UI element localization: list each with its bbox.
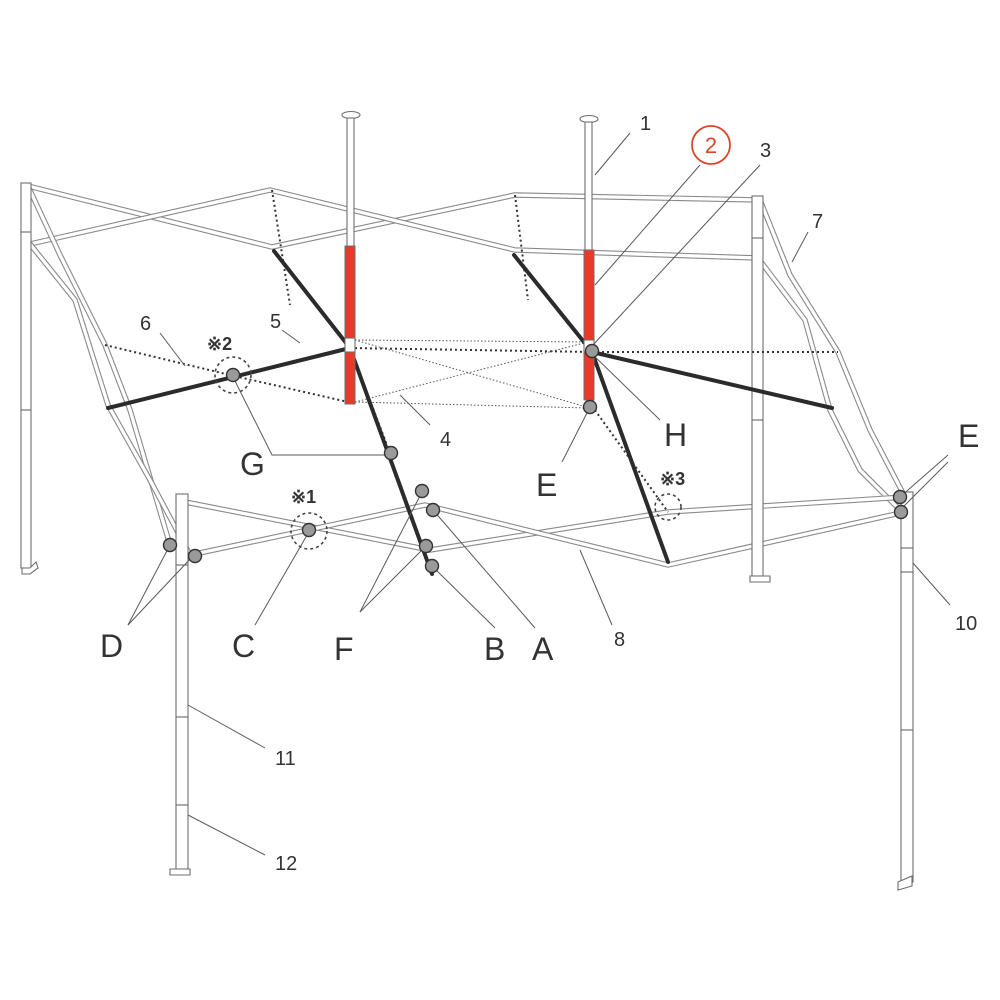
- joint-g2-dot: [383, 445, 399, 461]
- label-11: 11: [275, 748, 296, 770]
- label-1: 1: [640, 113, 651, 135]
- highlight-circle: [691, 125, 731, 165]
- label-b: B: [484, 631, 505, 667]
- joint-a-dot: [425, 502, 441, 518]
- label-ref-3: ※3: [660, 469, 685, 489]
- joint-d2-dot: [187, 548, 203, 564]
- label-7: 7: [812, 211, 823, 233]
- leg-front-right: [897, 491, 914, 891]
- labels: 1 2 3 4 5 6 7 8 10 11 12 G H E E D C F B…: [100, 113, 979, 875]
- label-4: 4: [440, 429, 451, 451]
- red-sleeve-lower-right: [583, 351, 595, 401]
- back-frame: [25, 183, 908, 558]
- label-10: 10: [955, 613, 977, 635]
- label-f: F: [334, 631, 354, 667]
- label-ref-1: ※1: [291, 487, 316, 507]
- red-sleeve-lower-left: [344, 351, 356, 405]
- red-sleeve-upper-left: [344, 245, 356, 341]
- joints: [162, 343, 909, 574]
- dark-struts: [106, 249, 834, 576]
- ref-circle-3: [654, 493, 682, 521]
- label-a: A: [532, 631, 554, 667]
- label-6: 6: [140, 313, 151, 335]
- label-12: 12: [275, 853, 297, 875]
- label-8: 8: [614, 629, 625, 651]
- joint-c-dot: [301, 522, 317, 538]
- joint-e1-dot: [892, 489, 908, 505]
- reference-circles: [214, 356, 682, 550]
- leg-back-right: [749, 195, 771, 583]
- joint-f1-dot: [414, 483, 430, 499]
- joint-h-dot: [584, 343, 600, 359]
- joint-e-center-dot: [582, 399, 598, 415]
- label-e-right: E: [958, 418, 979, 454]
- joint-e2-dot: [893, 504, 909, 520]
- label-h: H: [664, 417, 687, 453]
- label-c: C: [232, 628, 255, 664]
- label-d: D: [100, 628, 123, 664]
- ref-circle-2: [214, 356, 252, 394]
- label-2: 2: [705, 133, 717, 158]
- label-3: 3: [760, 140, 771, 162]
- leader-lines: [127, 132, 951, 856]
- label-g: G: [240, 446, 265, 482]
- joint-d1-dot: [162, 537, 178, 553]
- joint-f2-dot: [418, 538, 434, 554]
- joint-g-dot: [225, 367, 241, 383]
- ref-circle-1: [290, 512, 328, 550]
- red-sleeve-upper-right: [583, 249, 595, 343]
- label-e-center: E: [536, 467, 557, 503]
- front-frame: [182, 494, 908, 568]
- joint-b-dot: [424, 558, 440, 574]
- center-pole-left: [341, 110, 361, 405]
- leg-back-left: [20, 182, 39, 575]
- leg-front-left: [169, 493, 191, 876]
- label-5: 5: [270, 311, 281, 333]
- label-ref-2: ※2: [207, 334, 232, 354]
